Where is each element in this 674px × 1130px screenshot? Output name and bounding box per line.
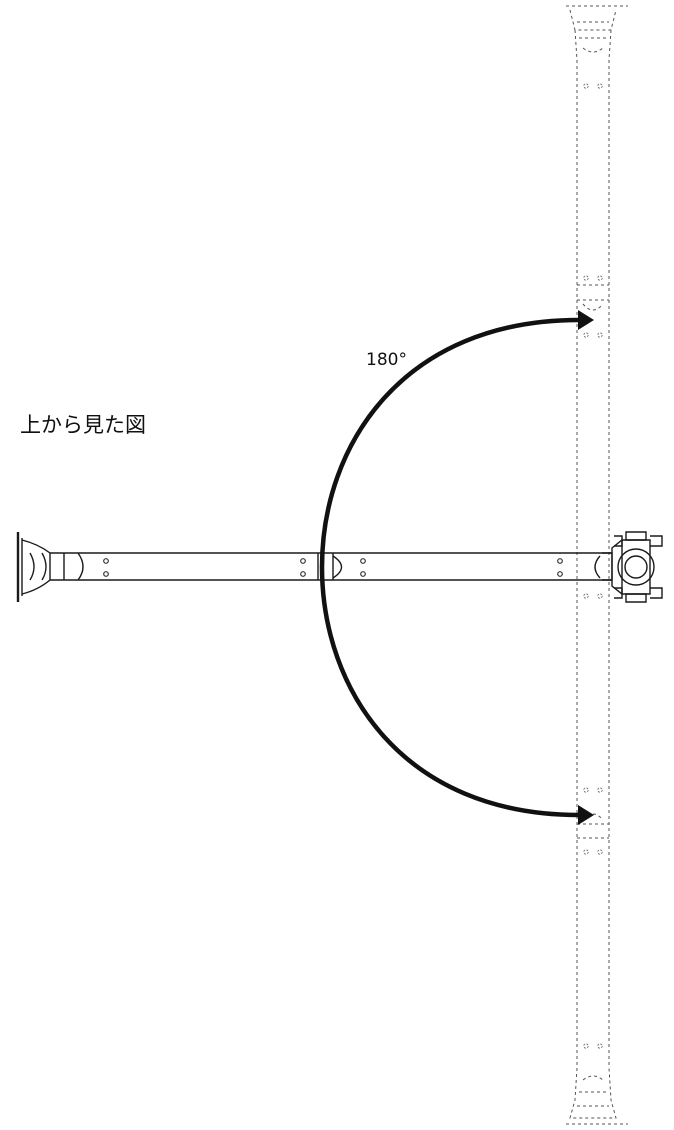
angle-label: 180° xyxy=(366,350,407,370)
rotated-arm-holes xyxy=(583,83,603,1049)
arrow-head-top xyxy=(578,310,594,330)
horizontal-arm-holes xyxy=(103,558,563,577)
pole-clamp xyxy=(611,531,663,603)
arrow-head-bottom xyxy=(578,805,594,825)
view-label: 上から見た図 xyxy=(20,413,146,437)
rotation-arrow xyxy=(319,310,594,825)
rotated-arm-outline xyxy=(566,5,628,1125)
horizontal-arm xyxy=(16,532,613,602)
